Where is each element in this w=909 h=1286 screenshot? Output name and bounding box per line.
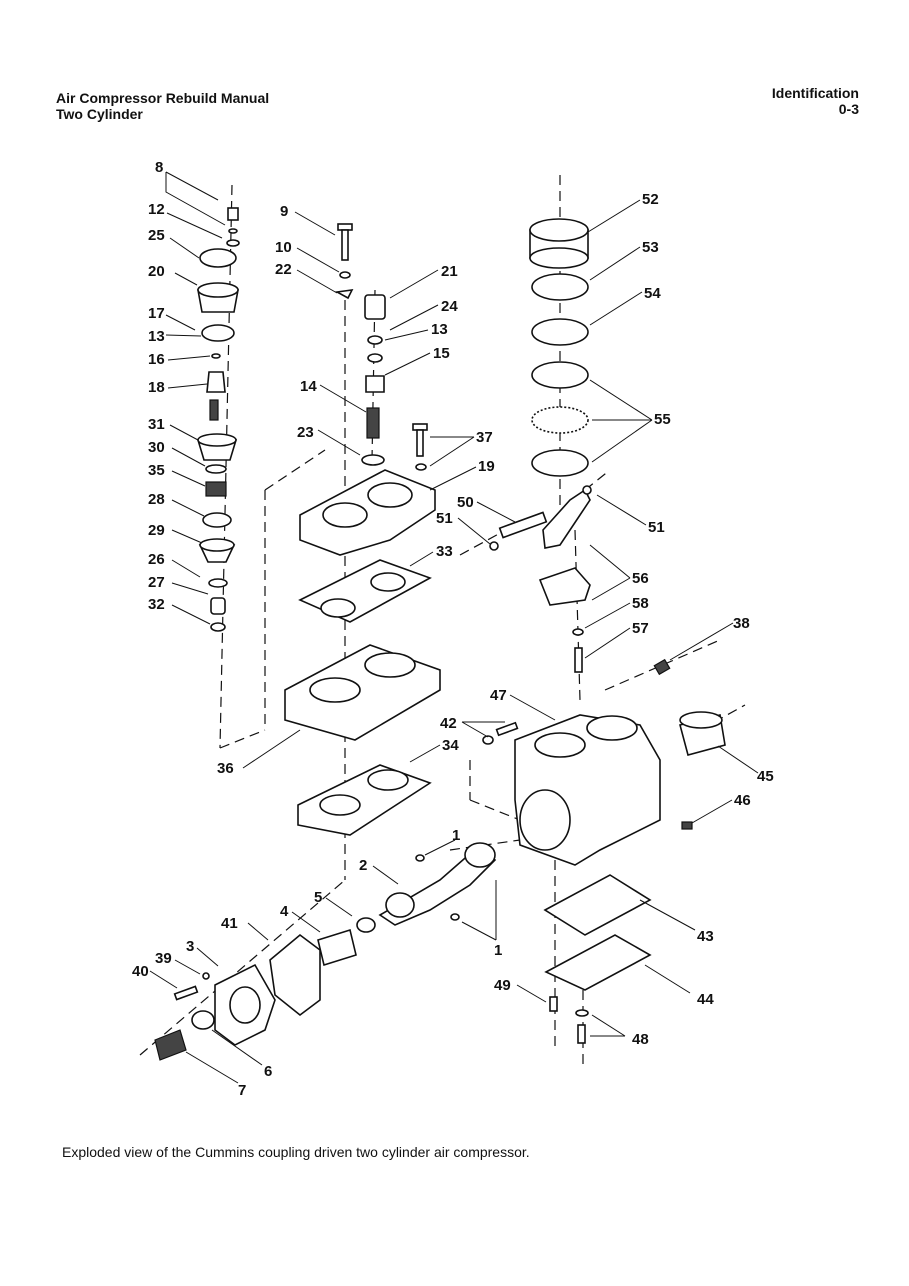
callout-52: 52 — [642, 191, 659, 208]
callout-8: 8 — [155, 159, 163, 176]
callout-53: 53 — [642, 239, 659, 256]
callout-34: 34 — [442, 737, 459, 754]
callout-45: 45 — [757, 768, 774, 785]
callout-13b: 13 — [431, 321, 448, 338]
part-cover-41 — [269, 933, 321, 1017]
callout-14: 14 — [300, 378, 317, 395]
part-valve-plate-36 — [284, 644, 441, 741]
section-name: Identification — [771, 85, 859, 101]
callout-27: 27 — [148, 574, 165, 591]
callout-22: 22 — [275, 261, 292, 278]
callout-25: 25 — [148, 227, 165, 244]
callout-50: 50 — [457, 494, 474, 511]
callout-labels: 8 12 25 20 17 13 16 18 31 30 35 28 29 26… — [132, 159, 774, 1099]
callout-6: 6 — [264, 1063, 272, 1080]
callout-1b: 1 — [494, 942, 502, 959]
callout-56: 56 — [632, 570, 649, 587]
part-screw-8 — [227, 207, 239, 221]
callout-18: 18 — [148, 379, 165, 396]
callout-15: 15 — [433, 345, 450, 362]
callout-40: 40 — [132, 963, 149, 980]
callout-28: 28 — [148, 491, 165, 508]
callout-37: 37 — [476, 429, 493, 446]
callout-29: 29 — [148, 522, 165, 539]
piston-assembly — [489, 218, 671, 676]
manual-title-line2: Two Cylinder — [56, 106, 143, 122]
callout-10: 10 — [275, 239, 292, 256]
callout-32: 32 — [148, 596, 165, 613]
callout-44: 44 — [697, 991, 714, 1008]
part-cover-plate-44 — [544, 934, 652, 991]
callout-12: 12 — [148, 201, 165, 218]
callout-7: 7 — [238, 1082, 246, 1099]
callout-41: 41 — [221, 915, 238, 932]
callout-58: 58 — [632, 595, 649, 612]
callout-26: 26 — [148, 551, 165, 568]
callout-19: 19 — [478, 458, 495, 475]
part-connecting-rod — [542, 488, 591, 549]
callout-38: 38 — [733, 615, 750, 632]
callout-16: 16 — [148, 351, 165, 368]
callout-46: 46 — [734, 792, 751, 809]
callout-55: 55 — [654, 411, 671, 428]
callout-30: 30 — [148, 439, 165, 456]
page-number: 0-3 — [838, 101, 859, 117]
callout-42: 42 — [440, 715, 457, 732]
part-gasket-33 — [298, 559, 432, 623]
part-rod-cap — [538, 567, 591, 606]
callout-20: 20 — [148, 263, 165, 280]
callout-51: 51 — [436, 510, 453, 527]
cylinder-head-assembly — [284, 469, 441, 836]
callout-36: 36 — [217, 760, 234, 777]
leader-lines — [149, 171, 759, 1084]
part-coupling-7 — [154, 1029, 187, 1061]
callout-24: 24 — [441, 298, 458, 315]
manual-title: Air Compressor Rebuild Manual Two Cylind… — [56, 90, 269, 122]
callout-5: 5 — [314, 889, 322, 906]
valve-parts — [334, 223, 428, 471]
callout-33: 33 — [436, 543, 453, 560]
callout-54: 54 — [644, 285, 661, 302]
part-bearing-4 — [317, 928, 357, 967]
part-cylinder-head — [299, 469, 436, 556]
callout-1: 1 — [452, 827, 460, 844]
figure-caption: Exploded view of the Cummins coupling dr… — [62, 1144, 530, 1160]
callout-23: 23 — [297, 424, 314, 441]
bottom-covers — [543, 874, 652, 1044]
callout-43: 43 — [697, 928, 714, 945]
callout-51b: 51 — [648, 519, 665, 536]
callout-47: 47 — [490, 687, 507, 704]
callout-57: 57 — [632, 620, 649, 637]
crankshaft-assembly — [154, 842, 497, 1061]
callout-17: 17 — [148, 305, 165, 322]
callout-3: 3 — [186, 938, 194, 955]
callout-4: 4 — [280, 903, 289, 920]
callout-35: 35 — [148, 462, 165, 479]
section-header: Identification 0-3 — [772, 85, 859, 117]
unloader-parts — [196, 207, 240, 632]
callout-13: 13 — [148, 328, 165, 345]
callout-2: 2 — [359, 857, 367, 874]
crankcase — [482, 711, 726, 866]
callout-39: 39 — [155, 950, 172, 967]
part-gasket-34 — [297, 764, 432, 836]
callout-31: 31 — [148, 416, 165, 433]
callout-49: 49 — [494, 977, 511, 994]
callout-21: 21 — [441, 263, 458, 280]
manual-title-line1: Air Compressor Rebuild Manual — [56, 90, 270, 106]
callout-9: 9 — [280, 203, 288, 220]
part-gasket-43 — [543, 874, 652, 936]
callout-48: 48 — [632, 1031, 649, 1048]
